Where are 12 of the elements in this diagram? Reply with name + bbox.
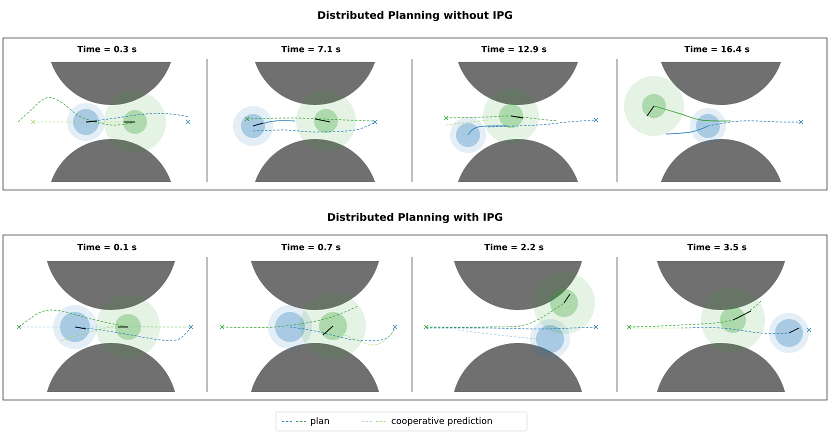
section-heading: Distributed Planning with IPG	[328, 212, 502, 224]
time-label: Time = 7.1 s	[281, 46, 340, 52]
legend-text: cooperative prediction	[392, 417, 492, 426]
time-label: Time = 3.5 s	[687, 244, 746, 250]
legend-text: plan	[311, 417, 329, 426]
time-label: Time = 12.9 s	[481, 46, 546, 52]
time-label: Time = 0.3 s	[77, 46, 136, 52]
section-heading: Distributed Planning without IPG	[318, 10, 512, 22]
time-label: Time = 0.7 s	[281, 244, 340, 250]
time-label: Time = 16.4 s	[684, 46, 750, 52]
time-label: Time = 0.1 s	[77, 244, 136, 250]
time-label: Time = 2.2 s	[484, 244, 544, 250]
